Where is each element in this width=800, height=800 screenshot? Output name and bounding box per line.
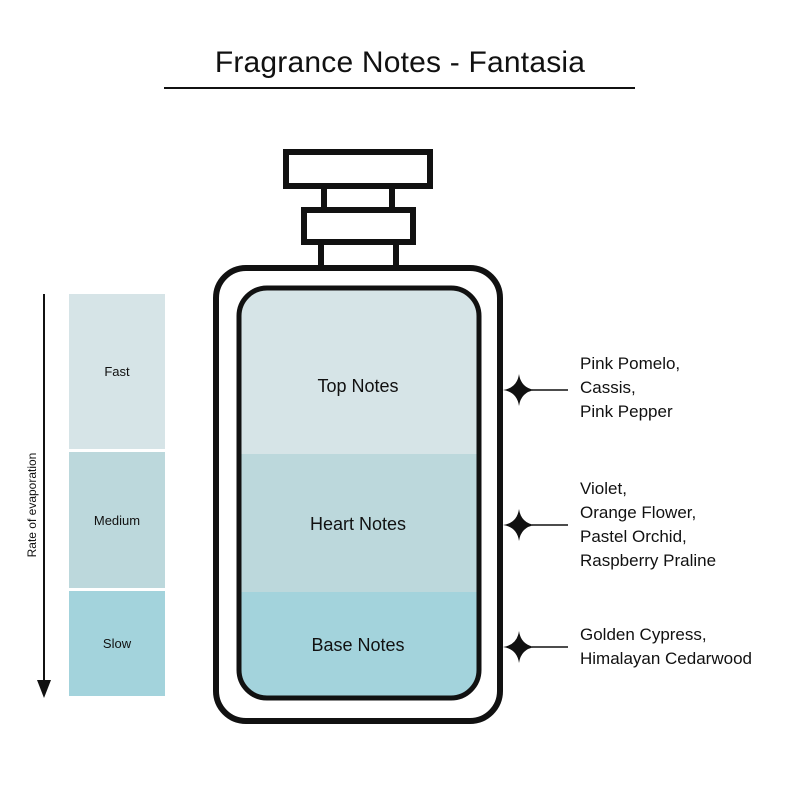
base-notes-label: Base Notes [311, 635, 405, 655]
scale-band-label: Medium [93, 512, 141, 528]
scale-band-fast: Fast [69, 294, 165, 449]
note-item: Orange Flower, [580, 503, 697, 522]
bottle-cap-top [283, 149, 433, 189]
four-point-sparkle-icon [503, 374, 535, 406]
page-title: Fragrance Notes - Fantasia [214, 46, 586, 79]
four-point-sparkle-icon [503, 509, 535, 541]
scale-band-label: Fast [104, 364, 130, 379]
heart-notes-list: Violet, Orange Flower, Pastel Orchid, Ra… [580, 477, 716, 573]
note-item: Himalayan Cedarwood [580, 649, 752, 668]
base-notes-pointer [503, 631, 568, 663]
scale-band-slow: Slow [69, 591, 165, 696]
note-item: Golden Cypress, [580, 625, 707, 644]
down-arrow-icon [37, 294, 51, 698]
base-notes-layer [239, 592, 479, 698]
heart-notes-label: Heart Notes [309, 514, 407, 534]
note-item: Pink Pomelo, [580, 354, 681, 373]
title-underline [164, 87, 635, 89]
note-item: Cassis, [580, 378, 636, 397]
top-notes-pointer [503, 374, 568, 406]
scale-band-label: Slow [102, 636, 132, 651]
four-point-sparkle-icon [503, 631, 535, 663]
heart-notes-pointer [503, 509, 568, 541]
heart-notes-layer [239, 454, 479, 592]
note-item: Violet, [580, 479, 627, 498]
base-notes-list: Golden Cypress, Himalayan Cedarwood [580, 623, 752, 671]
top-notes-label: Top Notes [317, 376, 399, 396]
note-item: Pink Pepper [580, 402, 673, 421]
top-notes-layer [239, 288, 479, 454]
note-item: Raspberry Praline [580, 551, 717, 570]
note-item: Pastel Orchid, [580, 527, 687, 546]
scale-band-medium: Medium [69, 452, 165, 588]
bottle-cap-collar [301, 207, 416, 245]
bottle-body-inner [236, 285, 482, 701]
top-notes-list: Pink Pomelo, Cassis, Pink Pepper [580, 352, 680, 424]
